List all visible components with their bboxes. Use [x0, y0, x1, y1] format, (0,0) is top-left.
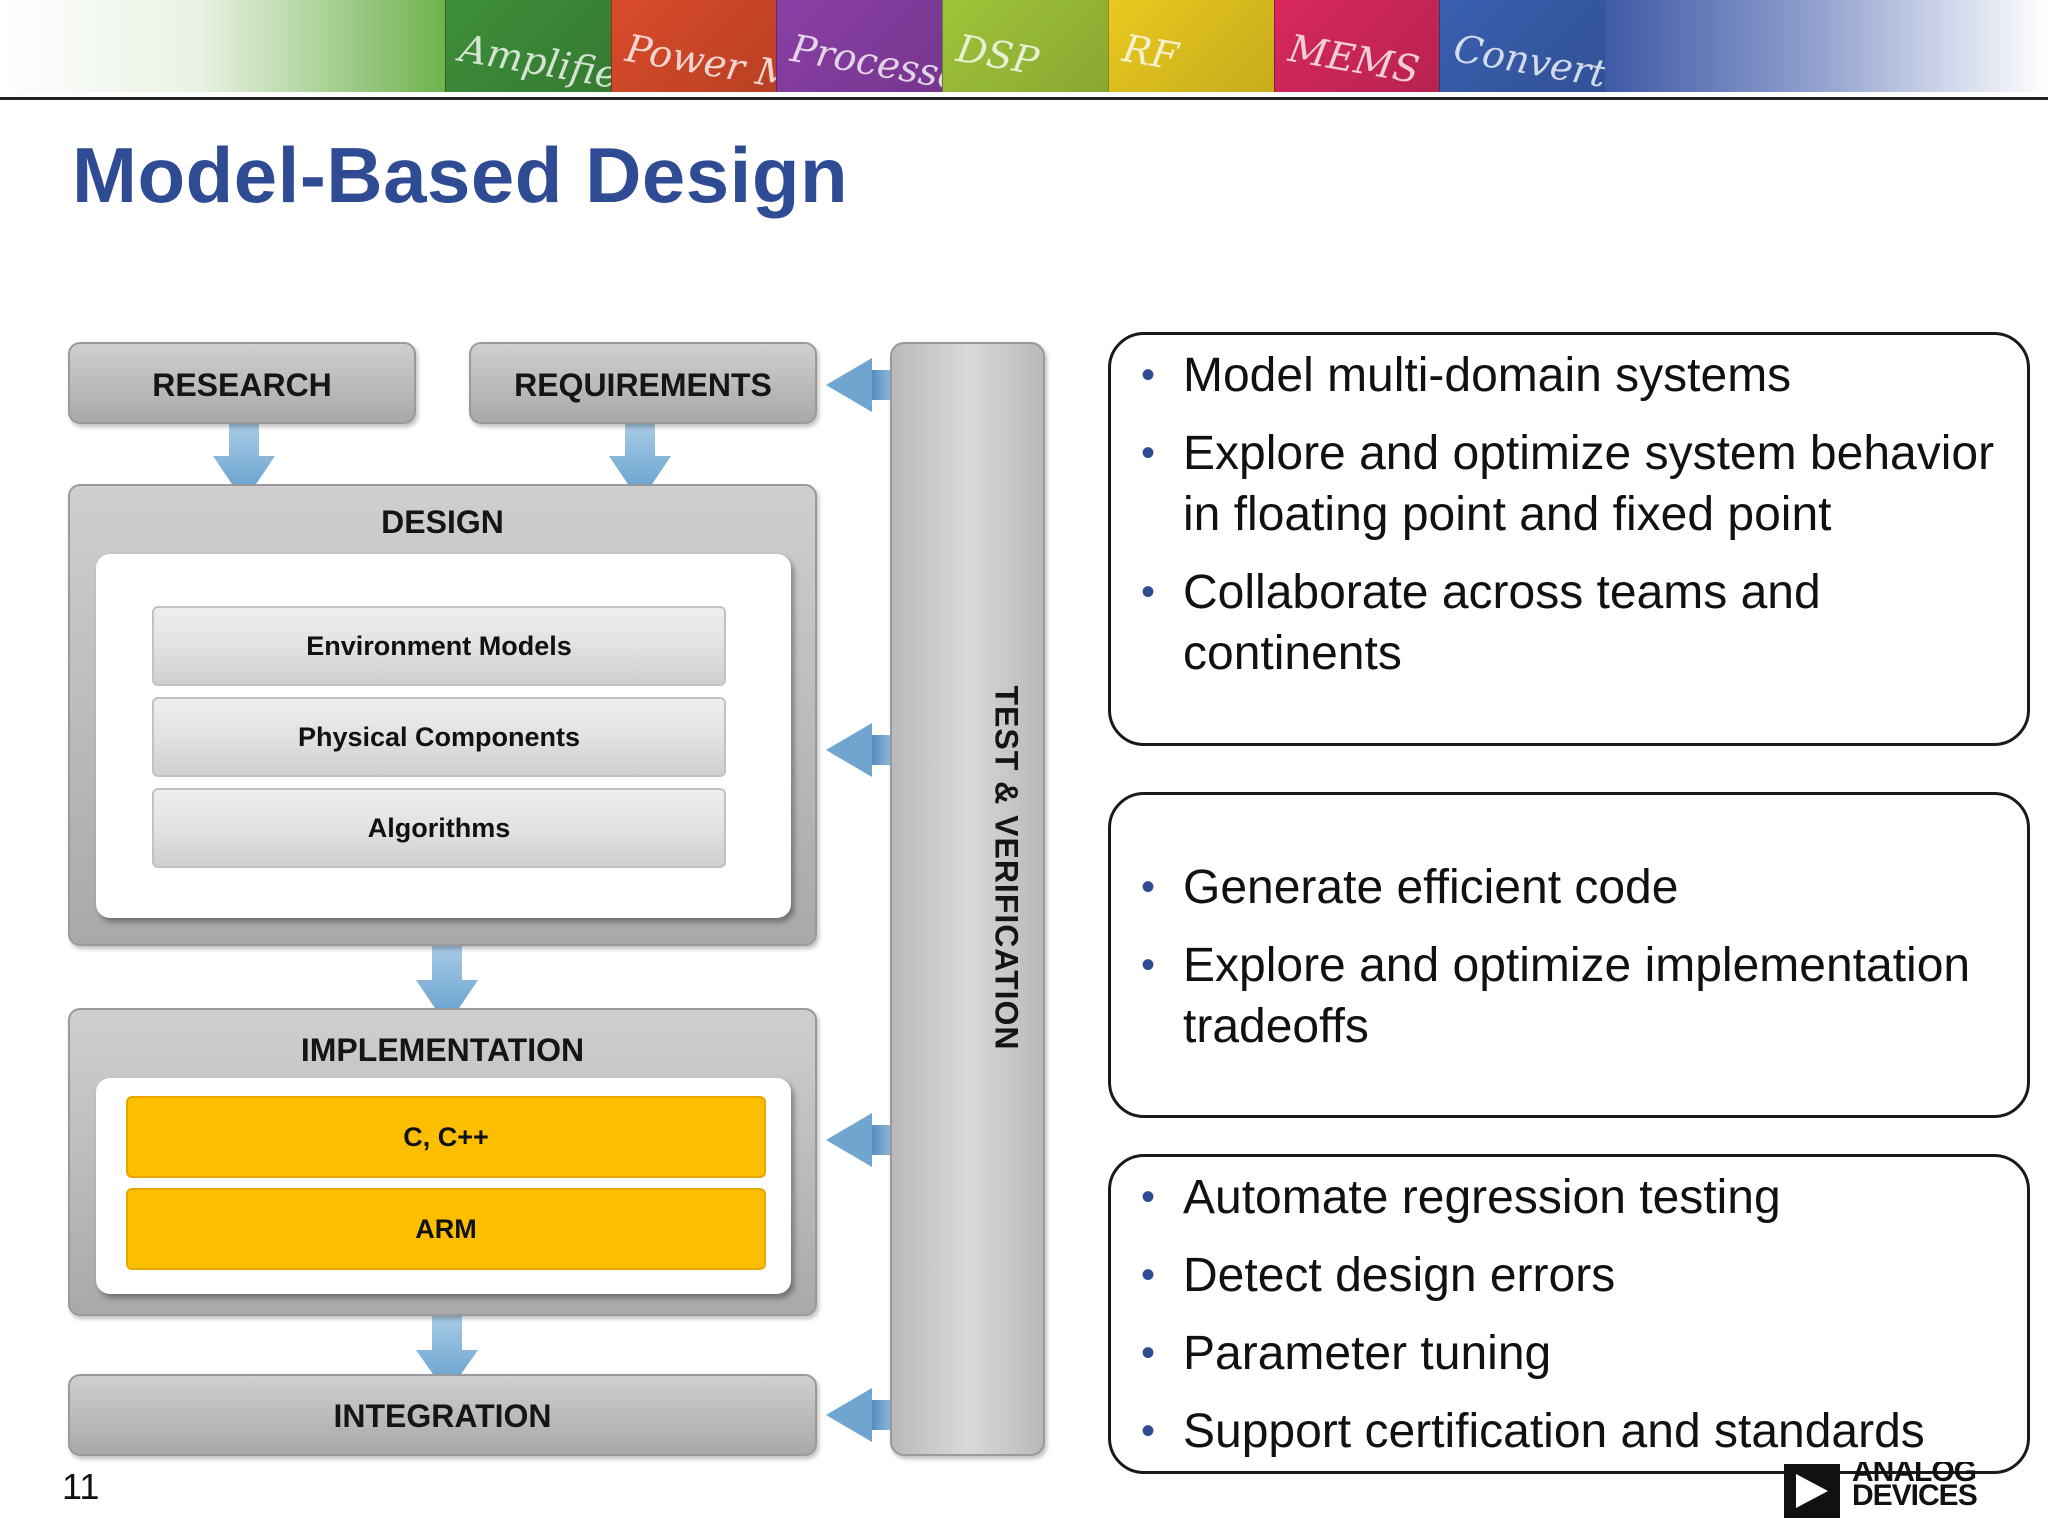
design-item-physical-components: Physical Components	[152, 697, 726, 777]
implementation-item-arm: ARM	[126, 1188, 766, 1270]
design-box: DESIGN Environment Models Physical Compo…	[68, 484, 817, 946]
implementation-panel: C, C++ ARM	[96, 1078, 791, 1294]
banner-tile: Converters	[1439, 0, 1607, 92]
bullet-item: •Generate efficient code	[1141, 861, 1679, 914]
implementation-item-c-cpp: C, C++	[126, 1096, 766, 1178]
research-box: RESEARCH	[68, 342, 416, 424]
info-box-testing: •Automate regression testing •Detect des…	[1108, 1154, 2030, 1474]
bullet-item: •Parameter tuning	[1141, 1327, 1552, 1380]
logo-triangle-icon	[1784, 1464, 1840, 1518]
banner-fade-left	[0, 0, 445, 92]
research-label: RESEARCH	[152, 367, 332, 403]
design-label: DESIGN	[381, 504, 504, 540]
bullet-item: •Detect design errors	[1141, 1249, 1616, 1302]
design-panel: Environment Models Physical Components A…	[96, 554, 791, 918]
banner-tile: MEMS	[1273, 0, 1442, 92]
info-box-design: •Model multi-domain systems •Explore and…	[1108, 332, 2030, 746]
design-item-algorithms: Algorithms	[152, 788, 726, 868]
bullet-list-implementation: •Generate efficient code •Explore and op…	[1141, 857, 2007, 1057]
requirements-box: REQUIREMENTS	[469, 342, 817, 424]
banner-tile: DSP	[942, 0, 1110, 92]
page-number: 11	[62, 1466, 100, 1507]
arrow-requirements-to-design	[609, 424, 671, 502]
bullet-list-design: •Model multi-domain systems •Explore and…	[1141, 345, 2007, 684]
requirements-label: REQUIREMENTS	[514, 367, 772, 403]
banner-tile: Amplifiers	[445, 0, 613, 92]
banner-fade-right	[1605, 0, 2048, 92]
arrow-design-to-implementation	[416, 946, 478, 1026]
implementation-box: IMPLEMENTATION C, C++ ARM	[68, 1008, 817, 1316]
bullet-item: •Automate regression testing	[1141, 1171, 1781, 1224]
banner-tile: RF	[1107, 0, 1276, 92]
bullet-item: •Model multi-domain systems	[1141, 349, 1792, 402]
integration-label: INTEGRATION	[333, 1398, 552, 1434]
test-verification-column	[890, 342, 1045, 1456]
analog-devices-logo: ANALOG DEVICES	[1784, 1462, 1994, 1522]
banner-tile: Power Management	[610, 0, 779, 92]
info-box-implementation: •Generate efficient code •Explore and op…	[1108, 792, 2030, 1118]
implementation-label: IMPLEMENTATION	[300, 1032, 585, 1068]
banner-tile: Processors	[776, 0, 945, 92]
arrow-research-to-design	[213, 424, 275, 502]
arrow-implementation-to-integration	[416, 1316, 478, 1394]
bullet-list-testing: •Automate regression testing •Detect des…	[1141, 1167, 2007, 1462]
integration-box: INTEGRATION	[68, 1374, 817, 1456]
header-rule	[0, 97, 2048, 100]
page-title: Model-Based Design	[72, 131, 849, 219]
bullet-item: •Collaborate across teams and continents	[1141, 566, 1821, 680]
design-item-environment-models: Environment Models	[152, 606, 726, 686]
bullet-item: •Explore and optimize implementation tra…	[1141, 939, 1971, 1053]
bullet-item: •Explore and optimize system behavior in…	[1141, 427, 1995, 541]
bullet-item: •Support certification and standards	[1141, 1405, 1925, 1458]
